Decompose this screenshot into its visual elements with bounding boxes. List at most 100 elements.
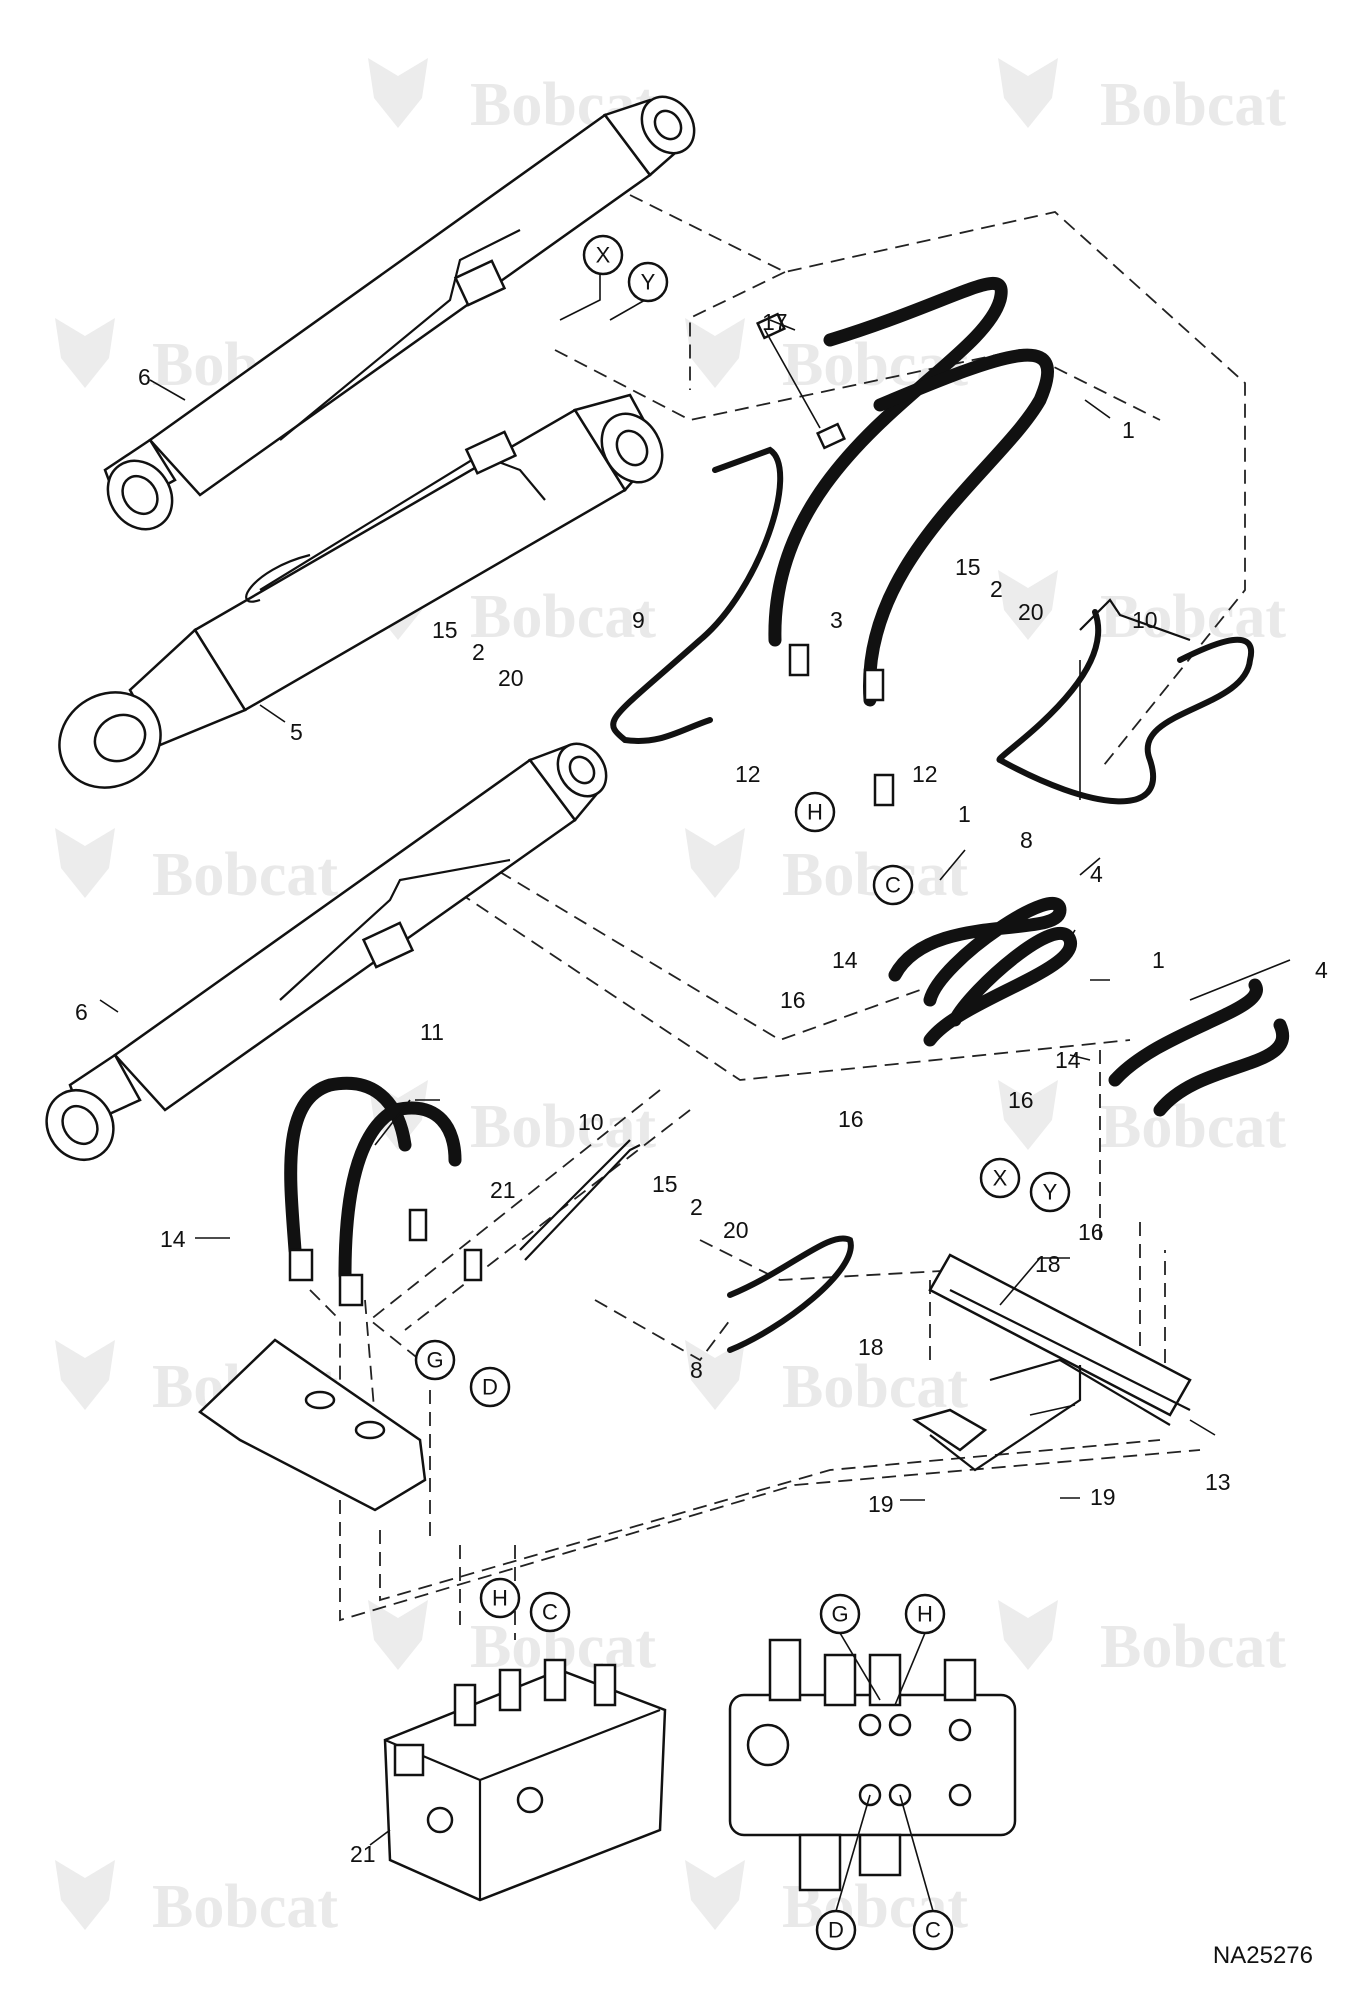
callout-14: 14 bbox=[160, 1226, 186, 1252]
callout-17: 17 bbox=[762, 309, 788, 335]
callout-6: 6 bbox=[138, 364, 151, 390]
svg-text:D: D bbox=[828, 1918, 844, 1943]
svg-text:Y: Y bbox=[1043, 1180, 1058, 1205]
svg-text:X: X bbox=[596, 243, 611, 268]
drawing-number: NA25276 bbox=[1212, 1942, 1313, 1969]
svg-text:Bobcat: Bobcat bbox=[1100, 1093, 1286, 1161]
svg-text:X: X bbox=[993, 1166, 1008, 1191]
port-marker-x: X bbox=[582, 234, 624, 276]
svg-text:Bobcat: Bobcat bbox=[470, 1093, 656, 1161]
callout-2: 2 bbox=[990, 576, 1003, 602]
watermark-15: Bobcat bbox=[55, 1860, 338, 1941]
callout-15: 15 bbox=[432, 617, 458, 643]
port-marker-x: X bbox=[979, 1157, 1021, 1199]
callout-13: 13 bbox=[1205, 1469, 1231, 1495]
callout-11: 11 bbox=[420, 1019, 444, 1045]
mounting-bracket bbox=[198, 1338, 427, 1512]
watermark-10: Bobcat bbox=[998, 1080, 1286, 1161]
svg-text:H: H bbox=[492, 1586, 508, 1611]
port-marker-c: C bbox=[872, 864, 914, 906]
callout-8: 8 bbox=[690, 1357, 703, 1383]
port-marker-g: G bbox=[819, 1593, 861, 1635]
callout-20: 20 bbox=[498, 665, 524, 691]
callout-14: 14 bbox=[1055, 1047, 1081, 1073]
watermark-8: Bobcat bbox=[685, 828, 968, 909]
callout-20: 20 bbox=[723, 1217, 749, 1243]
callout-16: 16 bbox=[1008, 1087, 1034, 1113]
port-marker-y: Y bbox=[1029, 1171, 1071, 1213]
watermark-7: Bobcat bbox=[55, 828, 338, 909]
cylinder-6-upper bbox=[103, 95, 696, 531]
callout-21: 21 bbox=[350, 1841, 376, 1867]
callout-12: 12 bbox=[735, 761, 761, 787]
port-marker-g: G bbox=[414, 1339, 456, 1381]
control-valve-21 bbox=[383, 1658, 667, 1902]
callout-1: 1 bbox=[1122, 417, 1135, 443]
svg-text:Bobcat: Bobcat bbox=[1100, 583, 1286, 651]
watermark-6: Bobcat bbox=[998, 570, 1286, 651]
leader-lines bbox=[99, 319, 1291, 1846]
callout-15: 15 bbox=[652, 1171, 678, 1197]
svg-text:D: D bbox=[482, 1375, 498, 1400]
svg-text:Bobcat: Bobcat bbox=[782, 1353, 968, 1421]
port-marker-d: D bbox=[469, 1366, 511, 1408]
callout-18: 18 bbox=[1035, 1251, 1061, 1277]
watermark-9: Bobcat bbox=[368, 1080, 656, 1161]
callout-19: 19 bbox=[868, 1491, 894, 1517]
callout-5: 5 bbox=[290, 719, 303, 745]
callout-10: 10 bbox=[1132, 607, 1158, 633]
port-markers: X Y H C X Y G D H C G H D C bbox=[414, 234, 1071, 1951]
callout-10: 10 bbox=[578, 1109, 604, 1135]
port-marker-d: D bbox=[815, 1909, 857, 1951]
svg-text:C: C bbox=[885, 873, 901, 898]
callout-2: 2 bbox=[690, 1194, 703, 1220]
control-valve-front-view bbox=[728, 1638, 1017, 1892]
callout-6: 6 bbox=[75, 999, 88, 1025]
callout-16: 16 bbox=[780, 987, 806, 1013]
port-marker-y: Y bbox=[627, 261, 669, 303]
callout-1: 1 bbox=[958, 801, 971, 827]
callout-2: 2 bbox=[472, 639, 485, 665]
manifold-13 bbox=[912, 1253, 1192, 1472]
svg-text:Bobcat: Bobcat bbox=[152, 1873, 338, 1941]
watermark-14: Bobcat bbox=[998, 1600, 1286, 1681]
port-marker-h: H bbox=[479, 1577, 521, 1619]
svg-text:H: H bbox=[807, 800, 823, 825]
svg-text:Bobcat: Bobcat bbox=[152, 841, 338, 909]
port-marker-h: H bbox=[794, 791, 836, 833]
watermark-2: Bobcat bbox=[998, 58, 1286, 139]
svg-text:Y: Y bbox=[641, 270, 656, 295]
dashed-routing-lines bbox=[309, 194, 1246, 1640]
svg-text:C: C bbox=[925, 1918, 941, 1943]
hoses bbox=[284, 277, 1289, 1353]
callout-19: 19 bbox=[1090, 1484, 1116, 1510]
callout-labels: 1 1 1 2 2 2 3 4 4 5 6 6 8 8 9 10 10 11 1… bbox=[75, 309, 1328, 1867]
port-marker-c: C bbox=[529, 1591, 571, 1633]
svg-text:Bobcat: Bobcat bbox=[1100, 71, 1286, 139]
svg-text:Bobcat: Bobcat bbox=[1100, 1613, 1286, 1681]
callout-9: 9 bbox=[632, 607, 645, 633]
port-marker-h: H bbox=[904, 1593, 946, 1635]
svg-text:Bobcat: Bobcat bbox=[782, 841, 968, 909]
svg-text:Bobcat: Bobcat bbox=[470, 583, 656, 651]
callout-1: 1 bbox=[1152, 947, 1165, 973]
callout-3: 3 bbox=[830, 607, 843, 633]
watermark-12: Bobcat bbox=[685, 1340, 968, 1421]
cylinder-6-lower bbox=[45, 742, 608, 1161]
callout-21: 21 bbox=[490, 1177, 516, 1203]
port-marker-c: C bbox=[912, 1909, 954, 1951]
callout-15: 15 bbox=[955, 554, 981, 580]
callout-4: 4 bbox=[1315, 957, 1328, 983]
callout-20: 20 bbox=[1018, 599, 1044, 625]
callout-16: 16 bbox=[838, 1106, 864, 1132]
cylinder-5 bbox=[58, 393, 664, 789]
callout-12: 12 bbox=[912, 761, 938, 787]
callout-16: 16 bbox=[1078, 1219, 1104, 1245]
callout-8: 8 bbox=[1020, 827, 1033, 853]
callout-18: 18 bbox=[858, 1334, 884, 1360]
callout-4: 4 bbox=[1090, 861, 1103, 887]
tubes-and-fittings bbox=[288, 312, 1191, 1307]
svg-text:G: G bbox=[426, 1348, 443, 1373]
svg-text:H: H bbox=[917, 1602, 933, 1627]
